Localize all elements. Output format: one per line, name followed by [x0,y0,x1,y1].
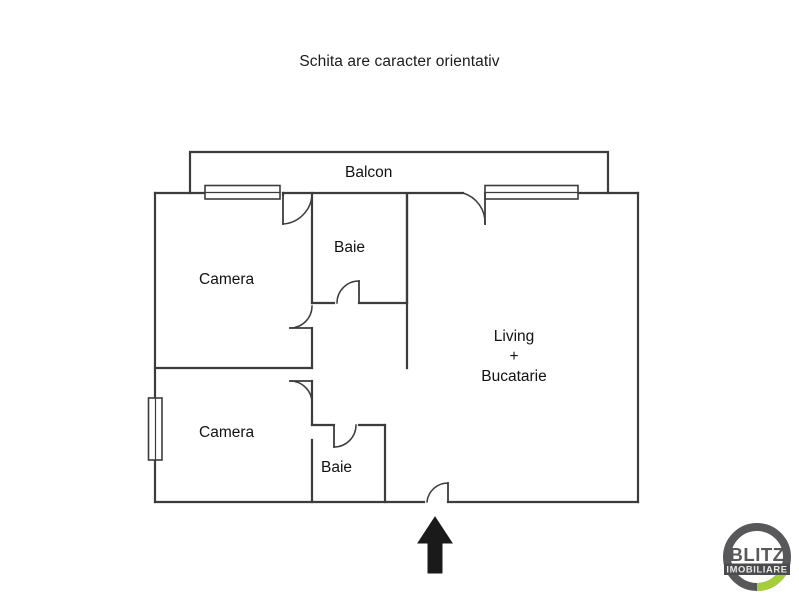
room-label-camera-2: Camera [199,424,255,441]
logo-subtitle-text: IMOBILIARE [726,563,787,574]
window-top-left [204,184,281,200]
room-label-living-line3: Bucatarie [481,368,547,386]
window-left-side [147,397,163,461]
door-entrance [426,482,449,503]
door-baie-1 [336,280,360,304]
logo-subtitle-bar [724,563,790,575]
room-label-living-line2: + [509,348,519,366]
window-top-right [484,184,579,200]
interior-walls [153,191,409,504]
door-camera-1 [289,305,313,329]
balcony-outline [188,150,610,195]
brand-logo: BLITZ IMOBILIARE [719,519,795,595]
door-baie-2 [333,424,357,448]
room-label-baie-2: Baie [321,459,353,476]
room-label-baie-1: Baie [334,239,366,256]
exterior-walls [153,191,640,504]
entrance-arrow [417,516,453,574]
door-camera-2 [289,380,313,404]
logo-brand-text: BLITZ [730,544,785,565]
room-label-living-line1: Living [493,328,535,345]
door-living-balcony [462,192,486,225]
room-label-balcon: Balcon [345,164,393,181]
door-camera-1-balcony [281,191,313,225]
brand-logo-mark: BLITZ IMOBILIARE [723,523,791,591]
room-label-living: Living + Bucatarie [468,327,560,387]
room-label-camera-1: Camera [199,271,255,288]
page-title: Schita are caracter orientativ [299,53,500,70]
